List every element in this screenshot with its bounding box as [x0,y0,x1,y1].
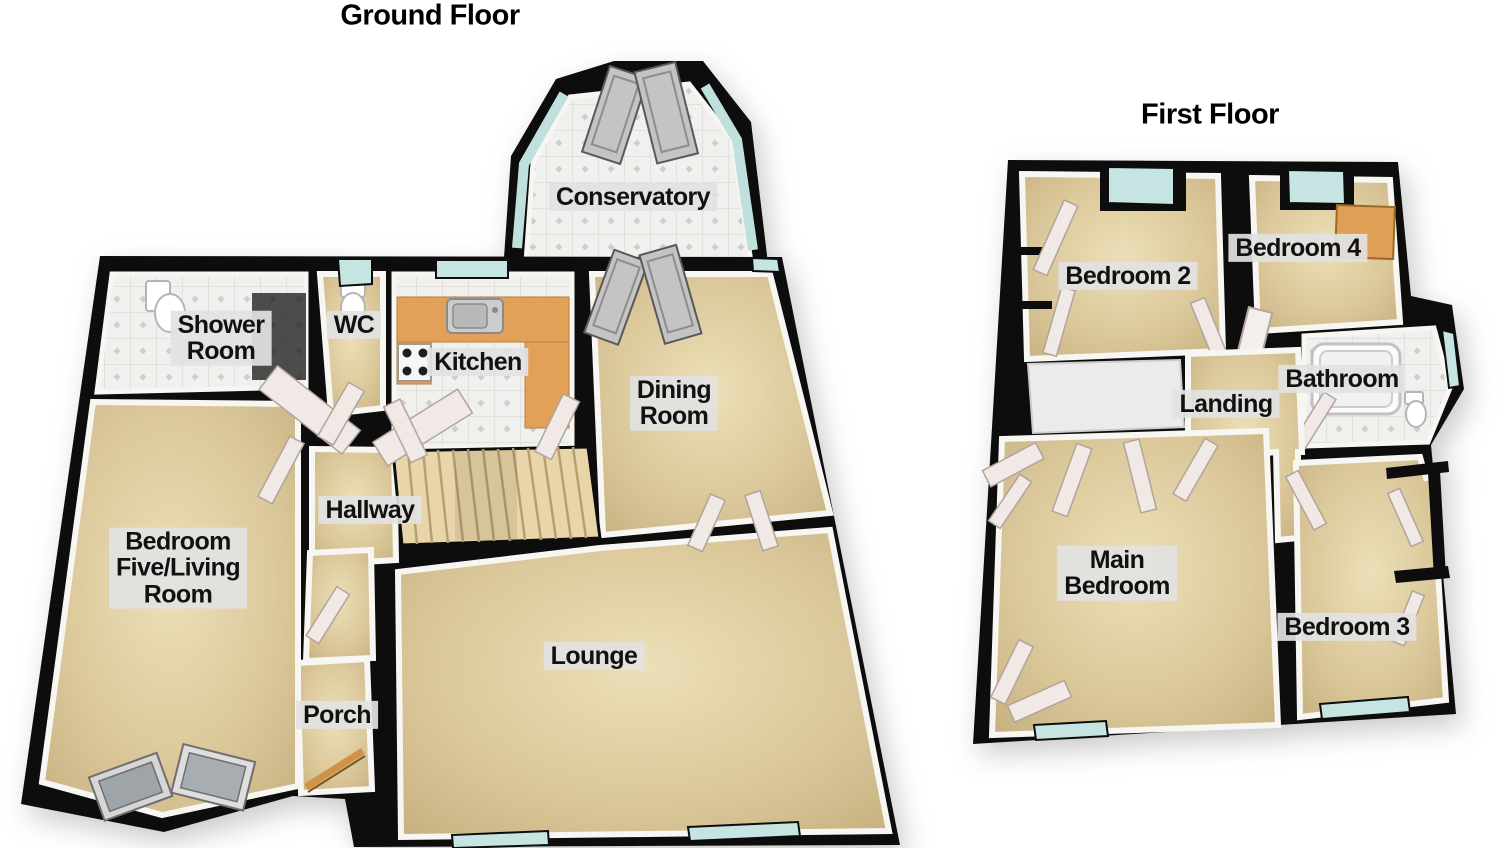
door-leaf [1051,442,1093,518]
door-leaf [744,489,780,552]
window-glass [750,256,782,274]
room-label-bedroom-4: Bedroom 4 [1228,233,1368,263]
closet-wall [1428,471,1446,578]
bay-window-leaf [170,742,257,812]
staircase [391,445,602,547]
door-leaf [1006,679,1073,724]
room-label-bedroom-3: Bedroom 3 [1277,612,1417,642]
room-label-main-bedroom: Main Bedroom [1057,545,1177,601]
door-leaf [371,388,474,467]
room-label-bathroom: Bathroom [1278,364,1406,394]
porch-door [304,748,365,790]
stairwell-void [1026,358,1186,435]
door-leaf [305,585,351,645]
window-glass [1440,328,1462,390]
kitchen-sink [446,298,504,334]
door-leaf [686,493,727,553]
window-glass [1032,719,1110,742]
first-floor-plan [973,160,1464,744]
door-leaf [316,381,366,447]
ground-floor-plan [21,60,900,848]
room-label-dining-room: Dining Room [629,375,719,431]
closet-wall [1386,461,1449,479]
room-label-lounge: Lounge [543,641,645,671]
closet-wall [1010,301,1052,309]
door-leaf [534,392,581,461]
room-label-kitchen: Kitchen [427,347,529,377]
bathroom-toilet [1405,400,1427,428]
door-leaf [1386,487,1425,548]
closet-wall [1394,566,1450,583]
window-glass [450,829,551,848]
kitchen-hob [397,343,432,382]
conservatory-door-right [633,60,700,165]
room-label-wc: WC [326,310,382,340]
door-leaf [1032,199,1079,277]
room-label-landing: Landing [1172,389,1280,419]
room-label-bedroom-five: Bedroom Five/Living Room [109,527,247,609]
conservatory-glass-left [512,91,569,249]
room-label-bedroom-2: Bedroom 2 [1058,261,1198,291]
bay-window-leaf [87,751,174,822]
door-leaf [1284,469,1328,532]
door-leaf [987,473,1033,530]
room-floor-lounge [394,526,893,841]
room-label-porch: Porch [296,700,378,730]
porch-door-edge [307,755,366,793]
door-leaf [981,441,1045,488]
door-leaf [256,435,306,505]
stair-balustrade [455,450,517,540]
room-label-shower-room: Shower Room [170,310,272,366]
dining-french-door-left [582,248,650,347]
conservatory-door-left [580,64,650,166]
window-glass [336,258,373,288]
dining-french-door-right [638,243,703,346]
window-glass [1286,168,1347,206]
door-leaf [1172,437,1220,503]
window-glass [435,259,509,279]
conservatory-glass-right [700,83,758,251]
ground-floor-title: Ground Floor [340,0,520,32]
window-glass [1318,695,1412,721]
door-leaf [382,398,429,464]
window-glass [686,820,802,843]
window-glass [1107,165,1175,207]
room-label-hallway: Hallway [318,495,422,525]
door-leaf [1122,438,1158,514]
room-label-conservatory: Conservatory [549,182,717,212]
first-floor-title: First Floor [1141,98,1279,131]
room-floor-bedroom-3 [1292,453,1450,721]
door-leaf [989,638,1035,706]
